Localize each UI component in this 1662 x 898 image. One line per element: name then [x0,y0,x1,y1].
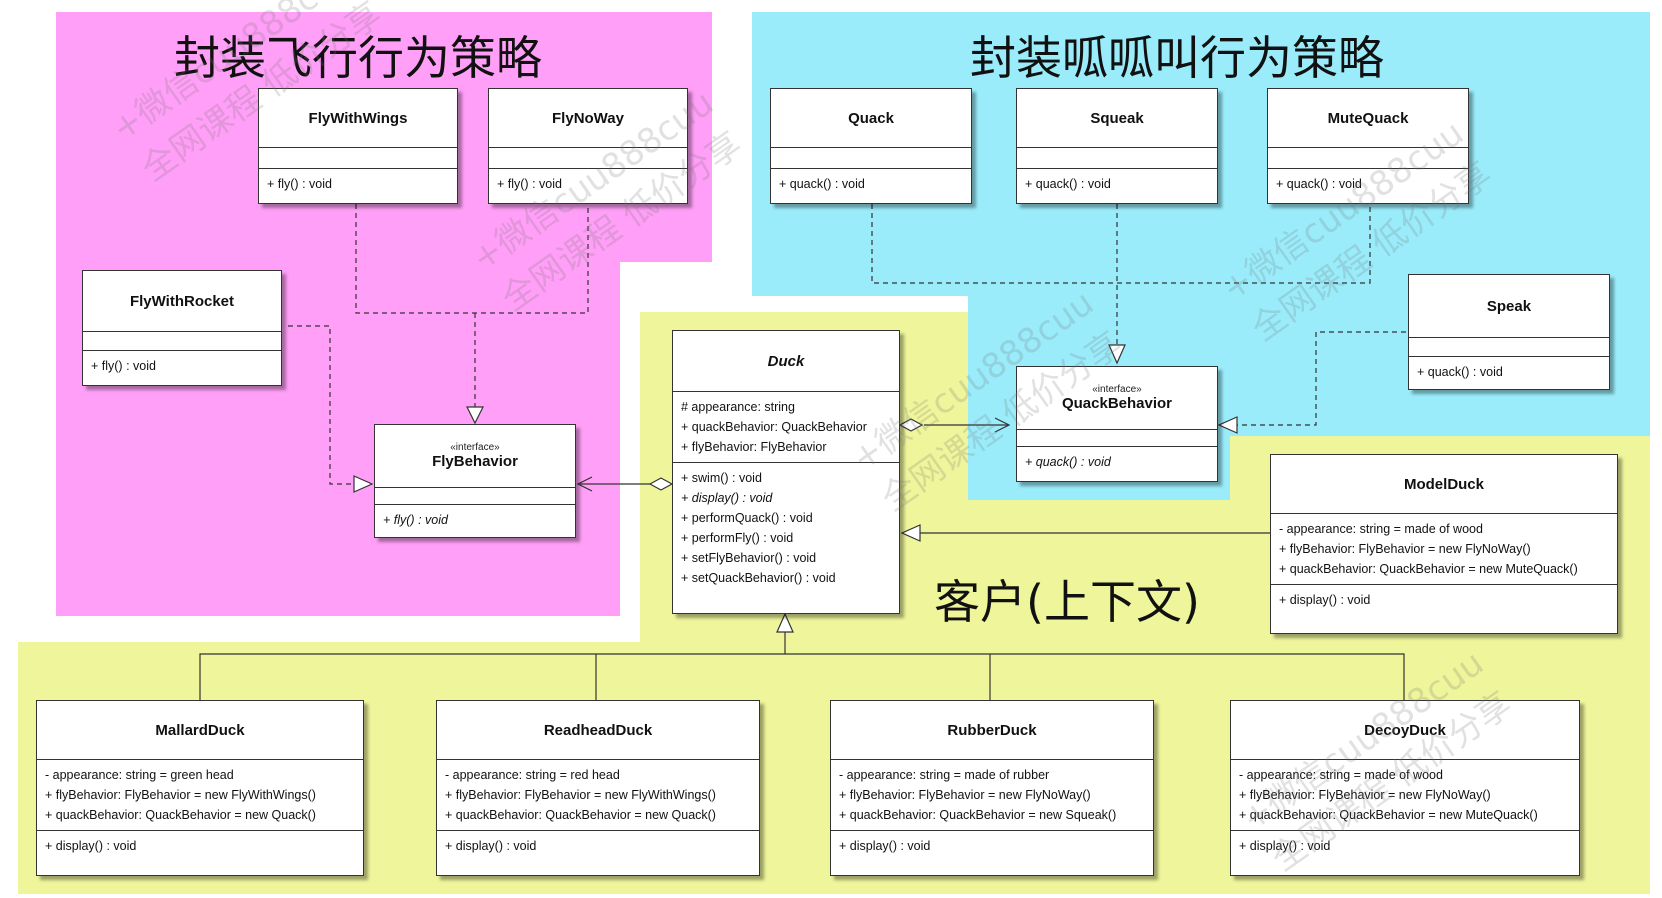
class-squeak[interactable]: Squeak + quack() : void [1016,88,1218,204]
class-rubber-duck[interactable]: RubberDuck - appearance: string = made o… [830,700,1154,876]
attribute: # appearance: string [681,400,795,414]
class-name: MallardDuck [155,721,245,739]
operation: + display() : void [681,491,773,505]
class-name: Squeak [1090,109,1144,127]
attribute: + flyBehavior: FlyBehavior [681,440,827,454]
class-speak[interactable]: Speak + quack() : void [1408,274,1610,390]
operation: + fly() : void [383,513,448,527]
realization-arrow [1217,416,1238,434]
attribute: + quackBehavior: QuackBehavior = new Mut… [1239,808,1538,822]
class-duck[interactable]: Duck # appearance: string + quackBehavio… [672,330,900,614]
attribute: + flyBehavior: FlyBehavior = new FlyWith… [445,788,716,802]
fly-strategy-title: 封装飞行行为策略 [174,31,542,85]
aggregation-diamond [898,418,924,432]
class-name: FlyWithRocket [129,292,235,310]
interface-quack-behavior[interactable]: «interface» QuackBehavior + quack() : vo… [1016,366,1218,482]
generalization-arrow [900,524,921,542]
class-name: FlyNoWay [552,109,624,127]
class-name: MuteQuack [1327,109,1409,127]
quack-strategy-title: 封装呱呱叫行为策略 [970,31,1384,85]
class-name: FlyBehavior [432,453,518,470]
operation: + fly() : void [267,177,332,191]
class-mute-quack[interactable]: MuteQuack + quack() : void [1267,88,1469,204]
operation: + fly() : void [497,177,562,191]
client-context-title: 客户(上下文) [934,575,1200,629]
operation: + quack() : void [1025,177,1111,191]
attribute: + flyBehavior: FlyBehavior = new FlyNoWa… [1279,542,1531,556]
attribute: + flyBehavior: FlyBehavior = new FlyNoWa… [1239,788,1491,802]
class-name: Duck [767,352,805,370]
attribute: + flyBehavior: FlyBehavior = new FlyWith… [45,788,316,802]
operation: + setQuackBehavior() : void [681,571,836,585]
attribute: + quackBehavior: QuackBehavior [681,420,867,434]
class-name: QuackBehavior [1061,395,1173,412]
attribute: + quackBehavior: QuackBehavior = new Squ… [839,808,1117,822]
class-name: RubberDuck [947,721,1037,739]
operation: + display() : void [1279,593,1371,607]
operation: + setFlyBehavior() : void [681,551,817,565]
operation: + display() : void [445,839,537,853]
client-region-right [970,488,1230,648]
operation: + performQuack() : void [681,511,813,525]
attribute: + flyBehavior: FlyBehavior = new FlyNoWa… [839,788,1091,802]
attribute: - appearance: string = made of wood [1279,522,1483,536]
stereotype-label: «interface» [450,442,500,453]
operation: + performFly() : void [681,531,794,545]
interface-fly-behavior[interactable]: «interface» FlyBehavior + fly() : void [374,424,576,538]
class-name: ReadheadDuck [543,721,653,739]
class-fly-with-wings[interactable]: FlyWithWings + fly() : void [258,88,458,204]
class-decoy-duck[interactable]: DecoyDuck - appearance: string = made of… [1230,700,1580,876]
class-mallard-duck[interactable]: MallardDuck - appearance: string = green… [36,700,364,876]
class-name: Quack [848,109,894,127]
aggregation-diamond [648,477,674,491]
generalization-arrow [776,612,794,633]
class-model-duck[interactable]: ModelDuck - appearance: string = made of… [1270,454,1618,634]
attribute: - appearance: string = made of wood [1239,768,1443,782]
operation: + display() : void [45,839,137,853]
class-name: Speak [1486,297,1532,315]
stereotype-label: «interface» [1092,384,1142,395]
realization-arrow [466,406,484,425]
class-name: DecoyDuck [1364,721,1446,739]
operation: + quack() : void [1276,177,1362,191]
attribute: + quackBehavior: QuackBehavior = new Mut… [1279,562,1578,576]
class-readhead-duck[interactable]: ReadheadDuck - appearance: string = red … [436,700,760,876]
operation: + display() : void [1239,839,1331,853]
realization-arrow [1108,344,1126,365]
attribute: - appearance: string = green head [45,768,234,782]
attribute: + quackBehavior: QuackBehavior = new Qua… [45,808,316,822]
operation: + quack() : void [1417,365,1503,379]
class-fly-with-rocket[interactable]: FlyWithRocket + fly() : void [82,270,282,386]
class-name: ModelDuck [1403,475,1484,493]
class-fly-no-way[interactable]: FlyNoWay + fly() : void [488,88,688,204]
class-quack[interactable]: Quack + quack() : void [770,88,972,204]
operation: + fly() : void [91,359,156,373]
operation: + swim() : void [681,471,762,485]
realization-arrow [353,475,374,493]
class-name: FlyWithWings [308,109,408,127]
operation: + quack() : void [1025,455,1111,469]
operation: + quack() : void [779,177,865,191]
attribute: + quackBehavior: QuackBehavior = new Qua… [445,808,716,822]
attribute: - appearance: string = red head [445,768,620,782]
attribute: - appearance: string = made of rubber [839,768,1050,782]
operation: + display() : void [839,839,931,853]
